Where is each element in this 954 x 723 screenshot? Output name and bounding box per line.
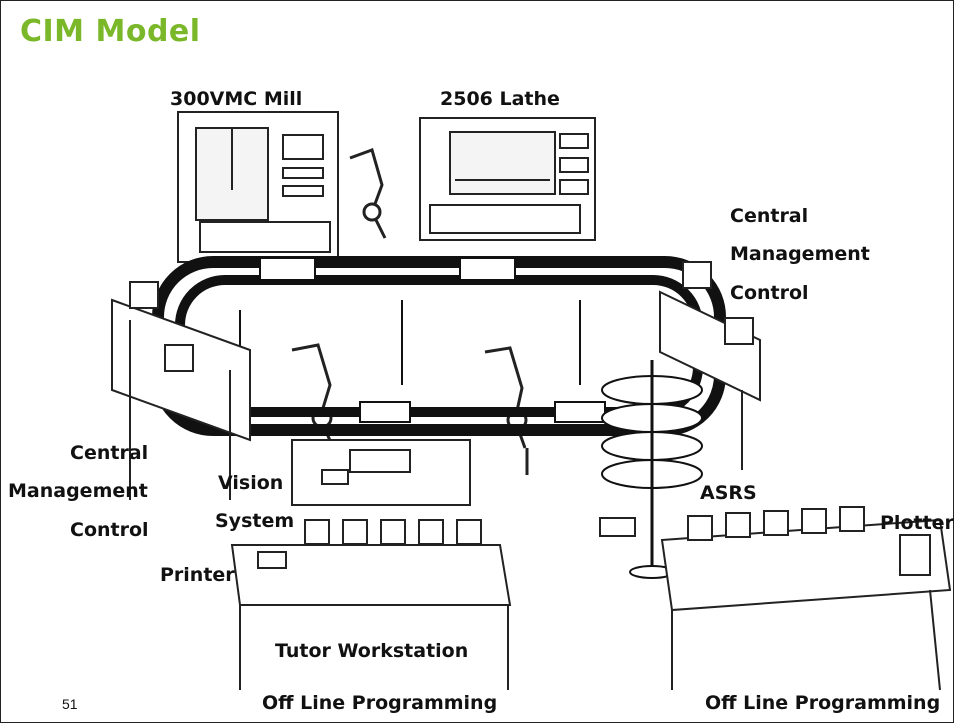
label-mill: 300VMC Mill [170,86,302,112]
label-vision-1: Vision [218,470,283,496]
lathe-machine [420,118,595,240]
mill-machine [178,112,338,262]
label-lathe: 2506 Lathe [440,86,560,112]
label-vision-2: System [215,508,294,534]
label-printer: Printer [160,562,235,588]
slide-number: 51 [62,696,78,712]
label-tutor-workstation: Tutor Workstation [275,638,468,664]
vision-system-table [292,440,470,505]
tutor-workstation-desk [232,520,510,690]
label-central-right-1: Central [730,203,808,229]
label-central-left-3: Control [70,517,149,543]
label-central-right-2: Management [730,241,870,267]
label-offline-right: Off Line Programming [705,690,940,716]
label-central-left-1: Central [70,440,148,466]
label-offline-left: Off Line Programming [262,690,497,716]
label-asrs: ASRS [700,480,757,506]
label-central-left-2: Management [8,478,148,504]
label-plotter: Plotter [880,510,954,536]
label-central-right-3: Control [730,280,809,306]
